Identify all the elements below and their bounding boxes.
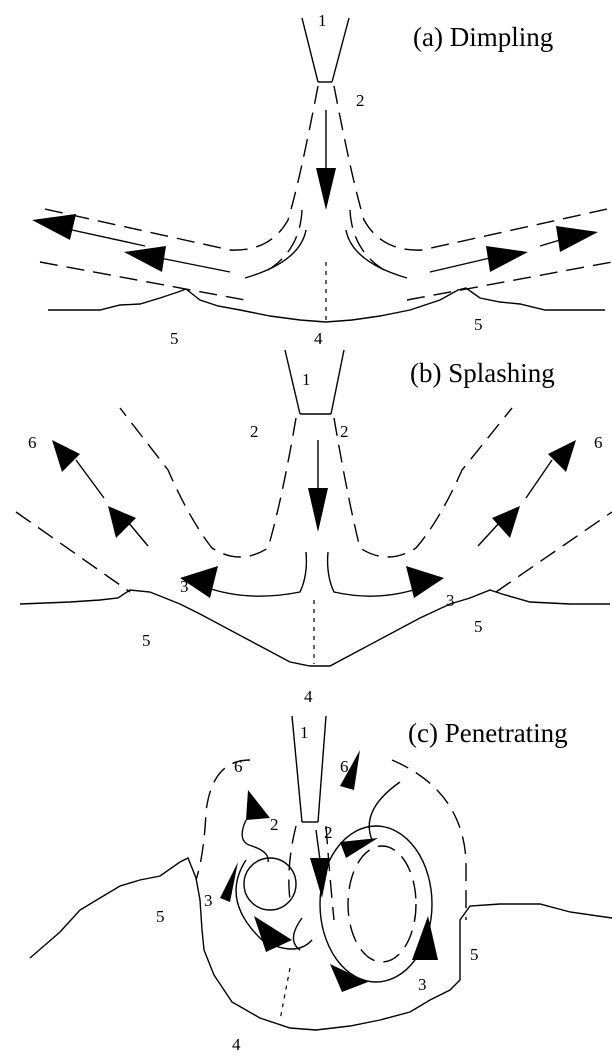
label-5-a-right: 5 (474, 315, 483, 334)
panel-c-title: (c) Penetrating (408, 718, 568, 748)
label-1-a: 1 (318, 11, 327, 30)
label-5-b-right: 5 (474, 617, 483, 636)
nozzle-b (285, 350, 344, 414)
vortex-c-right-inner (348, 846, 416, 962)
label-5-c-right: 5 (470, 945, 479, 964)
label-2-b-right: 2 (340, 422, 349, 441)
flow-arrow-b-down (308, 440, 328, 532)
flow-arrow-c-up-left (220, 790, 292, 952)
label-3-b-left: 3 (180, 577, 189, 596)
panel-b-title: (b) Splashing (410, 358, 555, 388)
label-5-b-left: 5 (142, 631, 151, 650)
label-2-c-right: 2 (324, 823, 333, 842)
label-1-b: 1 (302, 370, 311, 389)
nozzle-c (292, 716, 326, 822)
label-3-c-right: 3 (418, 975, 427, 994)
label-4-b: 4 (304, 687, 313, 706)
label-3-b-right: 3 (446, 591, 455, 610)
liquid-surface-b (20, 590, 610, 666)
vortex-c-left-inner (293, 918, 302, 950)
flow-arrow-b-right (406, 440, 576, 598)
label-2-b-left: 2 (250, 422, 259, 441)
streamline-c-left-top (242, 820, 268, 862)
flow-arrow-a-left (32, 214, 230, 272)
label-3-c-left: 3 (204, 891, 213, 910)
label-6-c-left: 6 (234, 757, 243, 776)
label-6-c-right: 6 (340, 757, 349, 776)
label-5-c-left: 5 (156, 907, 165, 926)
label-1-c: 1 (300, 723, 309, 742)
label-2-a: 2 (356, 91, 365, 110)
label-5-a-left: 5 (170, 329, 179, 348)
flow-arrow-a-down (316, 110, 336, 210)
label-6-b-left: 6 (28, 433, 37, 452)
label-2-c-left: 2 (270, 815, 279, 834)
streamline-b-right (328, 552, 420, 596)
panel-c-penetrating: (c) Penetrating 1 2 2 (30, 716, 612, 1054)
panel-a-dimpling: (a) Dimpling 1 2 (32, 11, 612, 348)
label-4-a: 4 (314, 329, 323, 348)
flow-arrow-c-up-right (330, 750, 438, 992)
axis-c (280, 968, 290, 1020)
label-6-b-right: 6 (594, 433, 603, 452)
label-4-c: 4 (232, 1035, 241, 1054)
panel-a-title: (a) Dimpling (413, 22, 553, 52)
panel-b-splashing: (b) Splashing 1 2 2 (16, 350, 612, 706)
flow-arrow-a-right (430, 226, 598, 272)
streamline-b-left (208, 552, 306, 596)
